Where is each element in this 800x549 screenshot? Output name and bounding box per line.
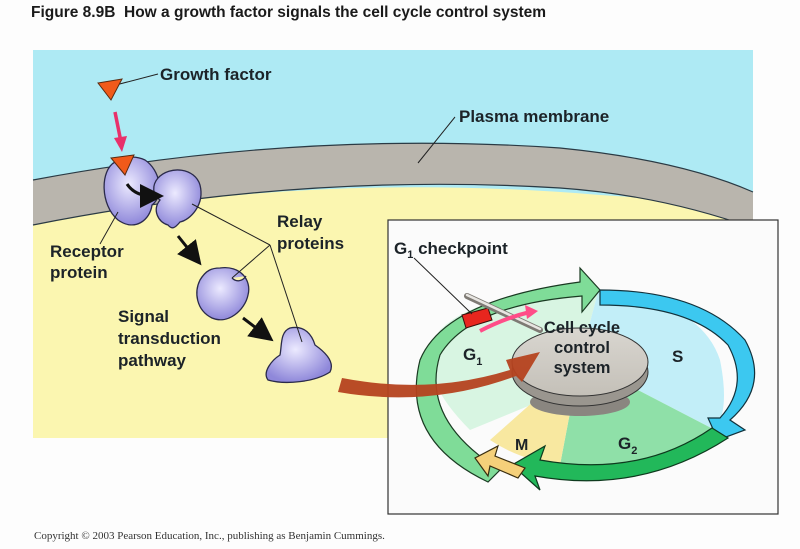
receptor-leader — [99, 211, 119, 245]
phase-label-g2: G2 — [618, 434, 637, 457]
m-arrow — [474, 444, 526, 479]
phase-label-s: S — [672, 347, 683, 366]
plasma-membrane — [33, 143, 753, 228]
relay-protein-2 — [196, 267, 250, 321]
s-sector — [580, 292, 724, 430]
relay-leader-2 — [231, 244, 271, 279]
phase-label-m: M — [515, 437, 528, 454]
control-label-line2: control — [554, 339, 610, 357]
relay-label-line1: Relay — [277, 212, 323, 231]
g1-checkpoint-marker — [461, 307, 493, 329]
signal-label-line3: pathway — [118, 351, 187, 370]
relay-protein-3 — [265, 326, 332, 384]
pathway-arrow-2 — [242, 316, 274, 342]
checkpoint-leader — [413, 257, 473, 315]
signal-to-control-arrow — [338, 352, 540, 398]
relay-leader-3 — [269, 244, 303, 343]
bound-growth-factor-icon — [110, 154, 135, 176]
signal-label-line1: Signal — [118, 307, 169, 326]
growth-factor-icon — [97, 78, 123, 101]
receptor-label-line1: Receptor — [50, 242, 124, 261]
receptor-label-line2: protein — [50, 263, 108, 282]
plasma-membrane-leader — [417, 116, 456, 164]
relay-leader-1 — [191, 203, 271, 246]
control-label-line1: Cell cycle — [544, 319, 620, 337]
control-label-line3: system — [554, 359, 611, 377]
copyright-notice: Copyright © 2003 Pearson Education, Inc.… — [34, 530, 385, 542]
membrane-outer-line — [32, 142, 754, 193]
growth-factor-label: Growth factor — [160, 65, 272, 84]
checkpoint-pass-arrow — [479, 310, 531, 333]
plasma-membrane-label: Plasma membrane — [459, 107, 609, 126]
pathway-arrow-1 — [176, 235, 202, 266]
signal-label-line2: transduction — [118, 329, 221, 348]
figure-title: Figure 8.9B How a growth factor signals … — [31, 4, 547, 21]
binding-arrow — [113, 111, 123, 143]
activation-arrow — [125, 183, 164, 208]
phase-label-g1: G1 — [463, 345, 482, 368]
checkpoint-label: G1 checkpoint — [394, 239, 508, 261]
relay-label-line2: proteins — [277, 234, 344, 253]
binding-arrow-head — [114, 136, 127, 152]
